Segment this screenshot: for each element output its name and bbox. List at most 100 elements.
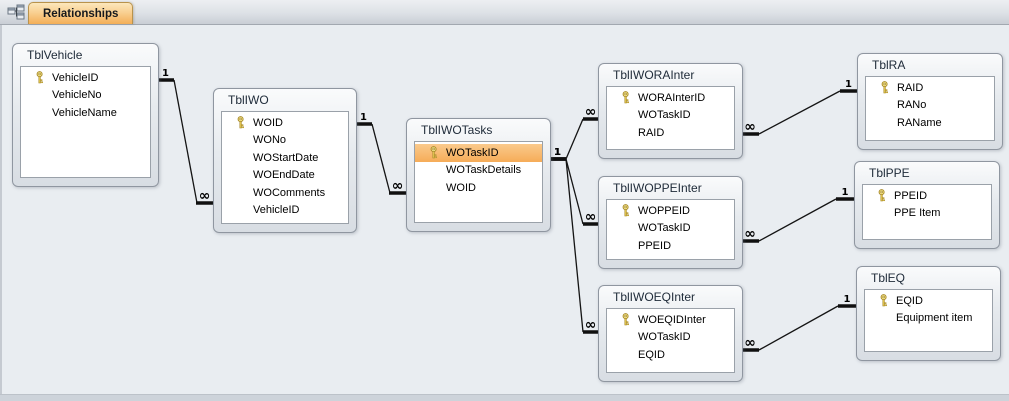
cardinality-bar-TblIWOTasks-TblIWOEQInter — [583, 330, 598, 334]
table-title: TblIWOPPEInter — [613, 181, 702, 195]
cardinality-bar-TblIWOPPEInter-TblPPE — [741, 239, 759, 243]
field-WOPPEID[interactable]: WOPPEID — [607, 202, 734, 220]
field-VehicleID[interactable]: VehicleID — [21, 69, 150, 87]
table-title: TblIWORAInter — [613, 68, 695, 82]
cardinality-bar-TblIWORAInter-TblRA — [840, 89, 857, 93]
field-name: RAID — [638, 126, 665, 139]
scrollbar-track[interactable] — [0, 394, 1009, 401]
relationship-line-TblIWO-TblIWOTasks[interactable] — [371, 123, 391, 194]
field-name: WOID — [253, 116, 283, 129]
field-WOTaskID[interactable]: WOTaskID — [607, 107, 734, 125]
field-RAID[interactable]: RAID — [607, 124, 734, 142]
cardinality-bar-TblIWO-TblIWOTasks — [355, 122, 372, 126]
field-name: WOEQIDInter — [638, 313, 706, 326]
cardinality-bar-TblVehicle-TblIWO — [196, 201, 213, 205]
field-Equipment item[interactable]: Equipment item — [865, 310, 992, 328]
field-name: VehicleID — [253, 204, 300, 217]
field-WOComments[interactable]: WOComments — [222, 184, 348, 202]
relationship-line-TblVehicle-TblIWO[interactable] — [173, 79, 198, 204]
relationship-line-TblIWOPPEInter-TblPPE[interactable] — [758, 198, 837, 242]
field-name: WORAInterID — [638, 91, 706, 104]
field-WOTaskID[interactable]: WOTaskID — [607, 220, 734, 238]
primary-key-icon — [621, 91, 638, 104]
field-WOStartDate[interactable]: WOStartDate — [222, 149, 348, 167]
cardinality-bar-TblIWOTasks-TblIWORAInter — [583, 117, 598, 121]
field-name: EQID — [896, 294, 923, 307]
field-name: VehicleID — [52, 71, 99, 84]
field-WOID[interactable]: WOID — [222, 114, 348, 132]
canvas-left-edge — [0, 24, 2, 401]
cardinality-bar-TblIWOEQInter-TblEQ — [741, 348, 759, 352]
primary-key-icon — [35, 71, 52, 84]
primary-key-icon — [879, 294, 896, 307]
field-name: WOStartDate — [253, 151, 319, 164]
table-title: TblIWO — [228, 93, 269, 107]
field-name: RAName — [897, 116, 942, 129]
field-name: WOPPEID — [638, 204, 690, 217]
relationship-line-TblIWOTasks-TblIWOPPEInter[interactable] — [565, 158, 584, 225]
table-TblEQ[interactable]: TblEQ EQID Equipment item — [856, 266, 1001, 361]
field-name: WOID — [446, 181, 476, 194]
cardinality-label: ∞ — [199, 188, 211, 204]
tab-relationships[interactable]: Relationships — [28, 2, 134, 24]
primary-key-icon — [621, 313, 638, 326]
field-VehicleNo[interactable]: VehicleNo — [21, 87, 150, 105]
field-name: EQID — [638, 348, 665, 361]
field-PPEID[interactable]: PPEID — [607, 237, 734, 255]
field-name: PPEID — [638, 239, 672, 252]
field-WOTaskDetails[interactable]: WOTaskDetails — [415, 162, 542, 180]
table-title: TblRA — [872, 58, 906, 72]
field-PPE Item[interactable]: PPE Item — [863, 205, 991, 223]
field-name: VehicleName — [52, 106, 117, 119]
primary-key-icon — [236, 116, 253, 129]
relationship-line-TblIWOTasks-TblIWOEQInter[interactable] — [565, 158, 584, 333]
cardinality-bar-TblVehicle-TblIWO — [157, 78, 174, 82]
cardinality-label: ∞ — [585, 317, 597, 333]
field-name: RANo — [897, 99, 927, 112]
field-name: RAID — [897, 81, 924, 94]
primary-key-icon — [880, 81, 897, 94]
relationship-line-TblIWORAInter-TblRA[interactable] — [758, 90, 841, 135]
cardinality-label: 1 — [360, 112, 367, 123]
field-RANo[interactable]: RANo — [866, 97, 994, 115]
field-PPEID[interactable]: PPEID — [863, 187, 991, 205]
tab-label: Relationships — [43, 7, 119, 20]
field-WORAInterID[interactable]: WORAInterID — [607, 89, 734, 107]
field-RAName[interactable]: RAName — [866, 114, 994, 132]
field-VehicleName[interactable]: VehicleName — [21, 104, 150, 122]
field-name: VehicleNo — [52, 89, 102, 102]
field-WOEQIDInter[interactable]: WOEQIDInter — [607, 311, 734, 329]
field-name: WOTaskID — [446, 146, 499, 159]
table-title: TblEQ — [871, 271, 906, 285]
cardinality-label: 1 — [554, 147, 561, 158]
field-EQID[interactable]: EQID — [607, 346, 734, 364]
field-WOTaskID[interactable]: WOTaskID — [415, 144, 542, 162]
field-WONo[interactable]: WONo — [222, 132, 348, 150]
field-RAID[interactable]: RAID — [866, 79, 994, 97]
relationship-line-TblIWOEQInter-TblEQ[interactable] — [758, 305, 839, 351]
cardinality-label: ∞ — [585, 104, 597, 120]
field-EQID[interactable]: EQID — [865, 292, 992, 310]
relationship-line-TblIWOTasks-TblIWORAInter[interactable] — [565, 118, 584, 160]
field-WOEndDate[interactable]: WOEndDate — [222, 167, 348, 185]
field-VehicleID[interactable]: VehicleID — [222, 202, 348, 220]
field-WOTaskID[interactable]: WOTaskID — [607, 329, 734, 347]
field-WOID[interactable]: WOID — [415, 179, 542, 197]
field-name: WONo — [253, 134, 286, 147]
